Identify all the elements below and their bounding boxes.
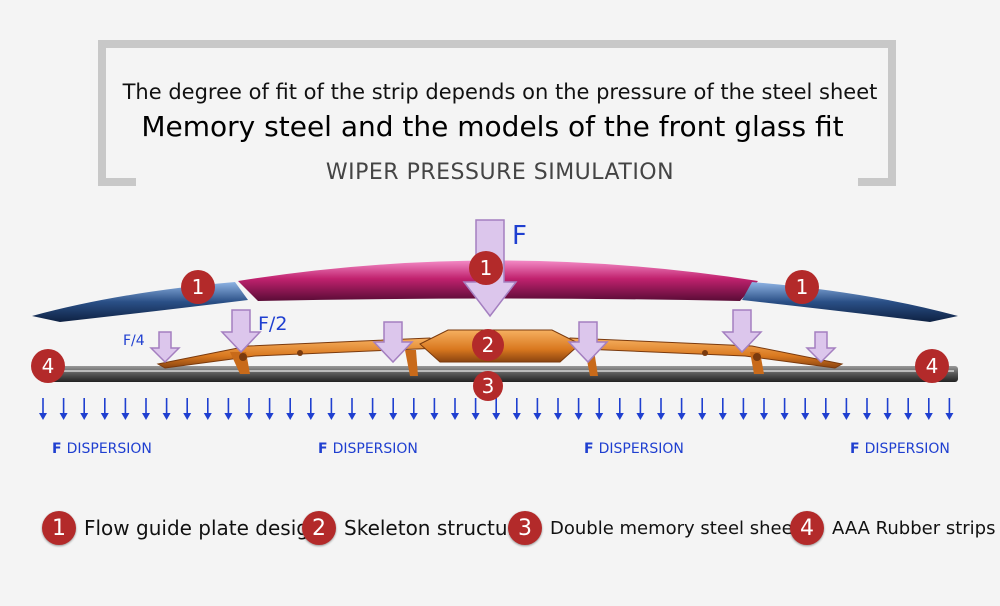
force-arrow-half-2 <box>372 321 414 364</box>
dispersion-arrowhead <box>142 413 150 420</box>
dispersion-arrowhead <box>821 413 830 420</box>
dispersion-arrowhead <box>389 413 398 420</box>
legend-label: Double memory steel sheeet <box>550 517 811 539</box>
dispersion-arrowhead <box>842 413 851 420</box>
dispersion-arrowhead <box>760 413 768 420</box>
dispersion-arrowhead <box>512 413 521 420</box>
diagram-subtitle: WIPER PRESSURE SIMULATION <box>325 160 675 185</box>
force-arrow-half-1 <box>220 309 262 354</box>
dispersion-arrowhead <box>59 413 68 420</box>
svg-text:3: 3 <box>482 374 495 398</box>
dispersion-arrowhead <box>595 413 604 420</box>
dispersion-arrowhead <box>904 413 913 420</box>
dispersion-arrowhead <box>945 413 954 420</box>
dispersion-arrowhead <box>162 413 171 420</box>
svg-text:4: 4 <box>42 354 55 378</box>
dispersion-arrowhead <box>574 413 583 420</box>
force-label-main: F <box>512 221 527 251</box>
dispersion-arrowhead <box>883 413 892 420</box>
force-arrow-quarter-1 <box>149 331 181 364</box>
dispersion-arrowhead <box>780 413 789 420</box>
dispersion-arrowhead <box>801 413 810 420</box>
dispersion-arrowhead <box>533 413 542 420</box>
dispersion-arrowhead <box>554 413 562 420</box>
force-label-half: F/2 <box>258 313 287 335</box>
dispersion-arrowhead <box>615 413 624 420</box>
legend-label: Skeleton structure <box>344 516 528 540</box>
dispersion-arrowhead <box>368 413 377 420</box>
header-line-2: Memory steel and the models of the front… <box>141 110 844 143</box>
dispersion-arrowhead <box>636 413 645 420</box>
dispersion-arrowhead <box>863 413 871 420</box>
rivet <box>239 353 247 361</box>
force-arrow-half-4 <box>721 309 763 354</box>
badge-1-center: 1 <box>469 251 503 285</box>
dispersion-arrowhead <box>265 413 274 420</box>
badge-4-left: 4 <box>31 349 65 383</box>
dispersion-arrowhead <box>183 413 192 420</box>
dispersion-arrowhead <box>924 413 933 420</box>
legend-item-flow-guide: 1 Flow guide plate design <box>42 506 322 550</box>
dispersion-arrowhead <box>286 413 295 420</box>
dispersion-arrowhead <box>121 413 130 420</box>
dispersion-arrows <box>39 398 954 420</box>
dispersion-arrowhead <box>203 413 212 420</box>
skeleton-claw-2 <box>405 350 418 376</box>
svg-text:1: 1 <box>192 275 205 299</box>
badge-1-right: 1 <box>785 270 819 304</box>
dispersion-arrowhead <box>451 413 459 420</box>
force-arrow-half-3 <box>567 321 609 364</box>
badge-3: 3 <box>473 371 503 401</box>
legend-label: AAA Rubber strips <box>832 517 996 539</box>
dispersion-arrowhead <box>698 413 707 420</box>
dispersion-arrowhead <box>657 413 665 420</box>
rivet <box>702 350 708 356</box>
header-line-1: The degree of fit of the strip depends o… <box>122 80 878 104</box>
dispersion-arrowhead <box>492 413 501 420</box>
dispersion-arrowhead <box>327 413 336 420</box>
dispersion-arrowhead <box>739 413 748 420</box>
spoiler-left <box>32 282 248 322</box>
dispersion-arrowhead <box>718 413 727 420</box>
legend-item-steel-sheet: 3 Double memory steel sheeet <box>508 506 811 550</box>
legend-item-skeleton: 2 Skeleton structure <box>302 506 528 550</box>
legend-item-rubber-strips: 4 AAA Rubber strips <box>790 506 995 550</box>
dispersion-arrowhead <box>409 413 418 420</box>
svg-text:1: 1 <box>480 256 493 280</box>
badge-2: 2 <box>472 329 504 361</box>
legend-badge: 2 <box>302 511 336 545</box>
dispersion-arrowhead <box>80 413 89 420</box>
rivet <box>297 350 303 356</box>
dispersion-arrowhead <box>430 413 439 420</box>
legend-label: Flow guide plate design <box>84 516 322 540</box>
dispersion-arrowhead <box>677 413 686 420</box>
spoiler-right <box>742 282 958 322</box>
dispersion-arrowhead <box>245 413 253 420</box>
badge-4-right: 4 <box>915 349 949 383</box>
dispersion-arrowhead <box>306 413 315 420</box>
legend-badge: 3 <box>508 511 542 545</box>
dispersion-arrowhead <box>100 413 109 420</box>
svg-text:2: 2 <box>482 333 495 357</box>
legend-badge: 1 <box>42 511 76 545</box>
badge-1-left: 1 <box>181 270 215 304</box>
svg-text:4: 4 <box>926 354 939 378</box>
legend-badge: 4 <box>790 511 824 545</box>
dispersion-arrowhead <box>224 413 233 420</box>
rivet <box>753 353 761 361</box>
dispersion-arrowhead <box>471 413 480 420</box>
dispersion-arrowhead <box>39 413 47 420</box>
header-frame <box>98 40 896 186</box>
force-label-quarter: F/4 <box>123 333 145 349</box>
force-arrow-quarter-2 <box>805 331 837 364</box>
dispersion-arrowhead <box>348 413 356 420</box>
steel-sheet-line <box>44 370 954 372</box>
svg-text:1: 1 <box>796 275 809 299</box>
